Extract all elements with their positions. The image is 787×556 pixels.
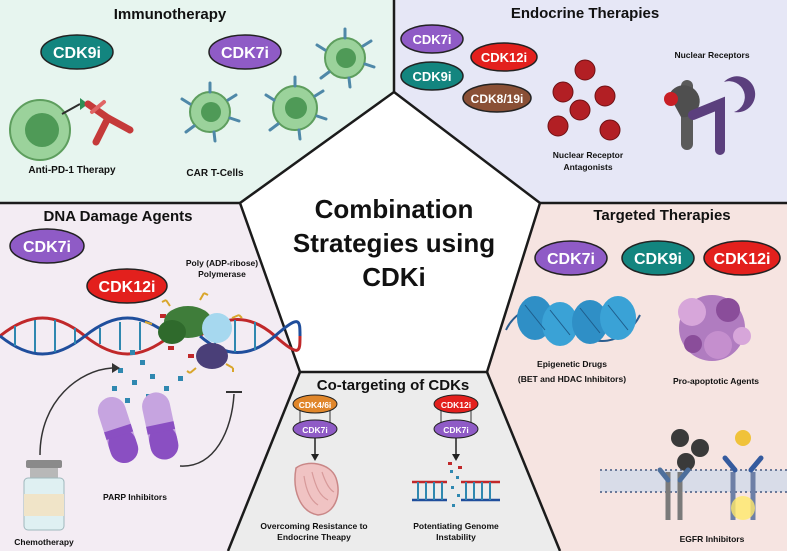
svg-text:CDK7i: CDK7i: [547, 251, 595, 268]
badge-cdk4-6i: CDK4/6i: [292, 394, 338, 414]
broken-dna-icon: [412, 462, 500, 507]
label-nuclear-receptors: Nuclear Receptors: [674, 50, 749, 60]
badge-cdk7i-cotarget-right: CDK7i: [433, 419, 479, 439]
nuclear-receptor-icon: [664, 76, 756, 155]
label-chemotherapy: Chemotherapy: [14, 537, 74, 547]
badge-cdk7i-endocrine: CDK7i: [400, 24, 464, 54]
svg-text:CDK7i: CDK7i: [412, 32, 451, 47]
arrow-right-head: [452, 454, 460, 461]
center-title-line-3: CDKi: [362, 262, 426, 292]
panel-endocrine: Endocrine Therapies CDK7i CDK12i CDK9i C…: [400, 5, 756, 172]
panel-dna-damage: DNA Damage Agents CDK7i CDK12i Poly (ADP…: [0, 208, 302, 547]
immunotherapy-title: Immunotherapy: [114, 6, 227, 23]
badge-cdk9i-immuno: CDK9i: [40, 34, 114, 70]
label-egfr-inhibitors: EGFR Inhibitors: [680, 534, 745, 544]
badge-cdk8-19i-endocrine: CDK8/19i: [462, 83, 532, 113]
label-potentiating-genome-2: Instability: [436, 532, 476, 542]
badge-cdk12i-targeted: CDK12i: [703, 240, 781, 276]
label-parp-2: Polymerase: [198, 269, 246, 279]
chemo-arrow: [39, 367, 113, 456]
svg-text:CDK4/6i: CDK4/6i: [299, 400, 332, 410]
parp-inhibitor-pills-icon: [97, 392, 179, 464]
egfr-receptor-icon: [600, 429, 787, 520]
badge-cdk9i-endocrine: CDK9i: [400, 61, 464, 91]
center-title-line-1: Combination: [315, 194, 474, 224]
center-title: Combination Strategies using CDKi: [293, 194, 495, 292]
label-epigenetic-drugs-1: Epigenetic Drugs: [537, 359, 607, 369]
svg-text:CDK7i: CDK7i: [23, 239, 71, 256]
svg-text:CDK12i: CDK12i: [441, 400, 471, 410]
svg-text:CDK7i: CDK7i: [443, 425, 469, 435]
svg-text:CDK9i: CDK9i: [53, 45, 101, 62]
svg-text:CDK12i: CDK12i: [99, 279, 156, 296]
car-t-cell-icon: [180, 81, 241, 143]
divider-bottom-left: [226, 371, 302, 552]
label-parp-inhibitors: PARP Inhibitors: [103, 492, 167, 502]
label-potentiating-genome-1: Potentiating Genome: [413, 521, 499, 531]
badge-cdk12i-endocrine: CDK12i: [470, 42, 538, 72]
label-anti-pd1: Anti-PD-1 Therapy: [28, 165, 116, 176]
badge-cdk7i-dna: CDK7i: [9, 228, 85, 264]
svg-text:CDK7i: CDK7i: [302, 425, 328, 435]
svg-text:CDK7i: CDK7i: [221, 45, 269, 62]
antibody-icon: [84, 100, 134, 146]
badge-cdk7i-targeted: CDK7i: [534, 240, 608, 276]
badge-cdk9i-targeted: CDK9i: [621, 240, 695, 276]
badge-cdk12i-dna: CDK12i: [86, 268, 168, 304]
arrow-left-head: [311, 454, 319, 461]
label-overcoming-resistance-1: Overcoming Resistance to: [260, 521, 367, 531]
panel-immunotherapy: Immunotherapy CDK9i CDK7i Anti-PD-1 Ther…: [9, 6, 376, 179]
svg-text:CDK12i: CDK12i: [481, 50, 527, 65]
badge-cdk7i-cotarget-left: CDK7i: [292, 419, 338, 439]
dna-damage-title: DNA Damage Agents: [44, 208, 193, 225]
divider-bottom-right: [485, 371, 562, 552]
badge-cdk7i-immuno: CDK7i: [208, 34, 282, 70]
center-title-line-2: Strategies using: [293, 228, 495, 258]
svg-text:CDK12i: CDK12i: [714, 251, 771, 268]
badge-cdk12i-cotarget: CDK12i: [433, 394, 479, 414]
cotargeting-title: Co-targeting of CDKs: [317, 377, 470, 394]
parp-inhibition-line: [179, 393, 235, 467]
nucleosome-icon: [505, 296, 641, 346]
label-parp-1: Poly (ADP-ribose): [186, 258, 258, 268]
label-nuclear-receptor-antagonists-1: Nuclear Receptor: [553, 150, 624, 160]
label-epigenetic-drugs-2: (BET and HDAC Inhibitors): [518, 374, 626, 384]
targeted-title: Targeted Therapies: [593, 207, 730, 224]
label-nuclear-receptor-antagonists-2: Antagonists: [563, 162, 612, 172]
nuclear-receptor-antagonist-molecules: [547, 59, 621, 141]
apoptotic-cell-icon: [678, 295, 751, 361]
label-car-t-cells: CAR T-Cells: [186, 168, 244, 179]
chemo-arrow-head: [112, 363, 120, 373]
panel-targeted-bg: [487, 203, 787, 551]
panel-cotargeting: Co-targeting of CDKs CDK4/6i CDK7i Overc…: [260, 377, 500, 542]
center-pentagon: [238, 90, 542, 374]
svg-text:CDK8/19i: CDK8/19i: [471, 92, 524, 106]
label-overcoming-resistance-2: Endocrine Theapy: [277, 532, 351, 542]
svg-text:CDK9i: CDK9i: [412, 69, 451, 84]
chemotherapy-vial-icon: [23, 460, 65, 531]
panel-targeted: Targeted Therapies CDK7i CDK9i CDK12i Ep…: [505, 207, 787, 544]
svg-text:CDK9i: CDK9i: [634, 251, 682, 268]
car-t-cell-icon-3: [315, 27, 376, 89]
parp-enzyme-icon: [144, 292, 243, 374]
endocrine-title: Endocrine Therapies: [511, 5, 659, 22]
label-pro-apoptotic-agents: Pro-apoptotic Agents: [673, 376, 759, 386]
car-t-cell-icon-2: [264, 75, 328, 141]
t-cell-icon: [9, 98, 88, 161]
tissue-icon: [294, 462, 339, 516]
